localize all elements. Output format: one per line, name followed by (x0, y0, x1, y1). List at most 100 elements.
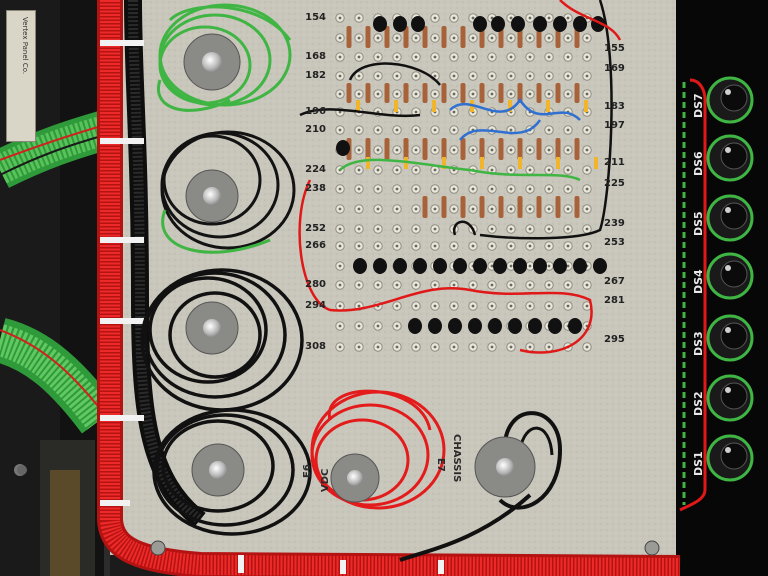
pad-hole (338, 304, 342, 308)
pad-hole (433, 168, 437, 172)
pad-hole (452, 244, 456, 248)
pad-hole (509, 207, 513, 211)
pad-hole (376, 128, 380, 132)
transistor (553, 16, 567, 32)
row-label-right: 225 (604, 178, 625, 189)
resistor (422, 196, 428, 218)
pad-hole (471, 74, 475, 78)
resistor (536, 138, 542, 160)
pad-hole (452, 92, 456, 96)
transistor (493, 258, 507, 274)
row-label-right: 239 (604, 218, 625, 229)
pad-hole (357, 128, 361, 132)
pad-hole (509, 168, 513, 172)
pad-hole (414, 283, 418, 287)
pad-hole (528, 74, 532, 78)
pad-hole (433, 345, 437, 349)
pad-hole (338, 55, 342, 59)
pad-hole (414, 345, 418, 349)
pad-hole (585, 148, 589, 152)
sticker-text: Vertex Panel Co. (21, 17, 29, 75)
pad-hole (471, 187, 475, 191)
lamp-label: DS2 (692, 391, 705, 416)
pad-hole (566, 128, 570, 132)
pad-hole (395, 207, 399, 211)
pad-hole (414, 74, 418, 78)
pad-hole (585, 55, 589, 59)
pad-hole (490, 16, 494, 20)
pad-hole (566, 283, 570, 287)
resistor (498, 138, 504, 160)
knob-icon (202, 52, 222, 72)
pad-hole (547, 283, 551, 287)
transistor (453, 258, 467, 274)
pad-hole (452, 74, 456, 78)
pad-hole (528, 283, 532, 287)
rotary-switch-6 (399, 411, 563, 562)
resistor (460, 138, 466, 160)
row-label-right: 267 (604, 276, 625, 287)
screw-icon (150, 540, 166, 556)
pad-hole (509, 264, 513, 268)
pad-hole (585, 244, 589, 248)
pad-hole (490, 187, 494, 191)
pad-hole (395, 148, 399, 152)
diode (366, 157, 370, 169)
row-label-right: 295 (604, 334, 625, 345)
pad-hole (338, 74, 342, 78)
transistor (568, 318, 582, 334)
pad-hole (585, 187, 589, 191)
pad-hole (357, 304, 361, 308)
resistor (460, 83, 466, 103)
diode (556, 157, 560, 169)
pad-hole (433, 55, 437, 59)
pad-hole (376, 168, 380, 172)
cable-ties (100, 40, 444, 574)
pad-hole (547, 55, 551, 59)
row-label-left: 168 (305, 51, 326, 62)
resistor (403, 26, 409, 48)
pad-hole (433, 148, 437, 152)
pad-hole (490, 207, 494, 211)
pad-hole (376, 74, 380, 78)
transistor (573, 16, 587, 32)
pad-hole (547, 74, 551, 78)
pad-hole (414, 110, 418, 114)
pad-hole (566, 304, 570, 308)
resistor (422, 83, 428, 103)
pad-hole (490, 55, 494, 59)
pad-hole (509, 304, 513, 308)
transistor (473, 16, 487, 32)
indicator-lamp-icon (706, 434, 754, 482)
pad-hole (452, 207, 456, 211)
pad-hole (338, 36, 342, 40)
pad-hole (414, 244, 418, 248)
resistor (517, 196, 523, 218)
pad-hole (376, 244, 380, 248)
pad-hole (357, 55, 361, 59)
pad-hole (490, 345, 494, 349)
pad-hole (414, 128, 418, 132)
row-label-left: 280 (305, 279, 326, 290)
pad-hole (433, 128, 437, 132)
diode (480, 157, 484, 169)
pad-hole (509, 148, 513, 152)
pad-hole (566, 92, 570, 96)
pad-hole (585, 168, 589, 172)
pad-hole (566, 74, 570, 78)
pad-hole (566, 36, 570, 40)
pad-hole (566, 148, 570, 152)
resistor (574, 138, 580, 160)
resistor (403, 83, 409, 103)
diode (584, 100, 588, 112)
transistor (428, 318, 442, 334)
pad-hole (414, 92, 418, 96)
pad-hole (338, 128, 342, 132)
resistor (441, 138, 447, 160)
lamp-label: DS5 (692, 211, 705, 236)
pad-hole (547, 187, 551, 191)
pad-hole (433, 283, 437, 287)
pad-hole (376, 187, 380, 191)
indicator-lamp-icon (706, 76, 754, 124)
